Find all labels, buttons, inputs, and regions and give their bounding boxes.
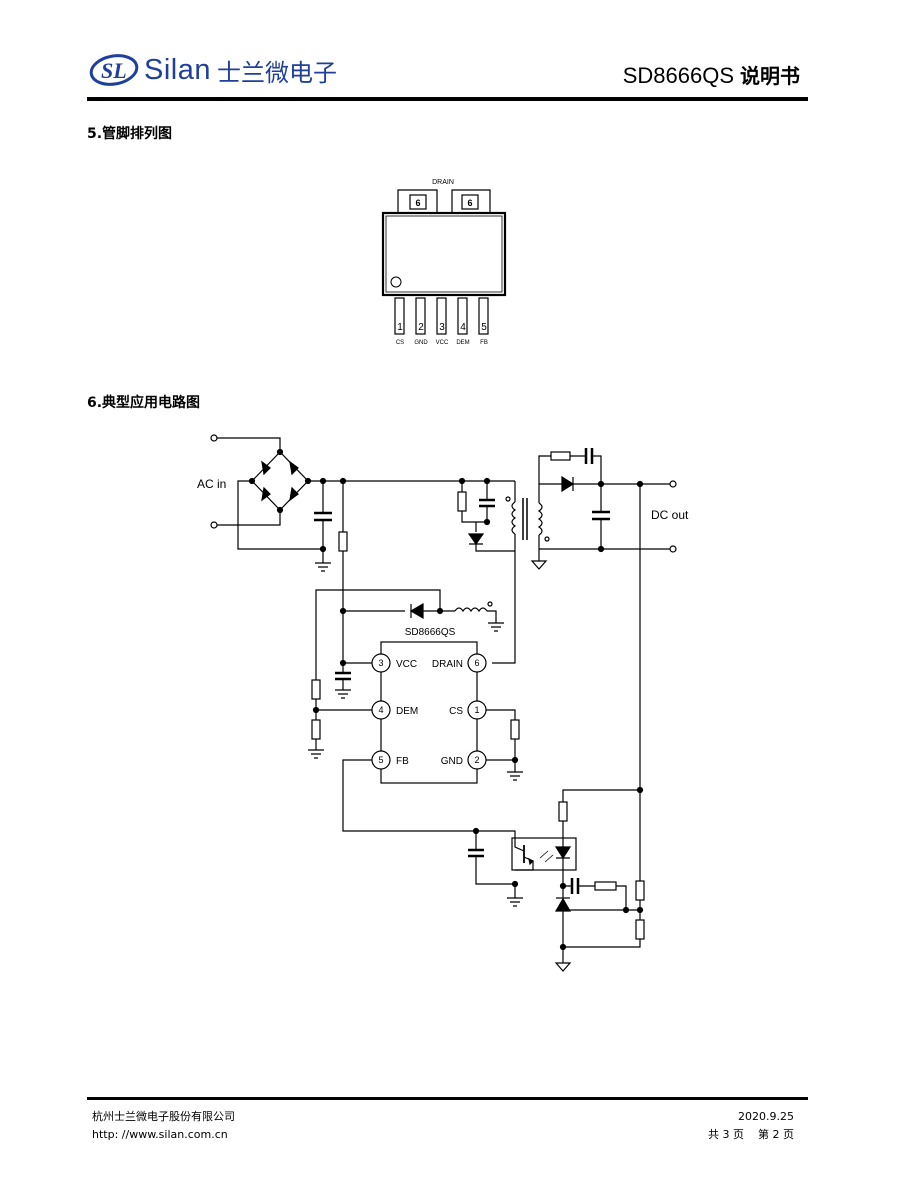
ground-icon (335, 689, 351, 699)
company-name: 杭州士兰微电子股份有限公司 (92, 1110, 235, 1123)
startup-resistor (338, 531, 348, 552)
brand-name: Silan (144, 53, 211, 86)
dc-out-terminal-icon (669, 480, 677, 488)
pin-number: 2 (418, 322, 424, 333)
pin-label: FB (396, 756, 409, 767)
ground-icon (315, 562, 331, 572)
drain-tab-left: 6 (397, 189, 438, 213)
package-diagram: DRAIN 6 6 1 2 3 4 5 (381, 179, 507, 346)
company-url[interactable]: http: //www.silan.com.cn (92, 1128, 228, 1141)
pin-number: 5 (378, 755, 383, 765)
footer-page-block: 2020.9.25 共 3 页 第 2 页 (708, 1108, 794, 1144)
document-date: 2020.9.25 (738, 1110, 794, 1123)
dc-out-label: DC out (651, 508, 689, 522)
pin-number: 5 (481, 322, 487, 333)
doc-type: 说明书 (740, 64, 800, 88)
pin-number: 3 (378, 658, 383, 668)
optocoupler (511, 837, 577, 871)
snubber-diode-icon (467, 533, 485, 546)
secondary-ground-icon (530, 560, 548, 570)
brand-name-cn: 士兰微电子 (217, 58, 337, 87)
pin-label: VCC (396, 659, 417, 670)
transformer (492, 481, 562, 664)
pin-label: DEM (396, 706, 418, 717)
footer-rule (87, 1097, 808, 1100)
pin1-marker-icon (390, 276, 402, 288)
bridge-rectifier (248, 448, 312, 514)
header-rule (87, 97, 808, 101)
pin-label: CS (449, 706, 463, 717)
ac-in-label: AC in (197, 477, 226, 491)
aux-winding (454, 607, 488, 613)
current-page: 第 2 页 (758, 1128, 794, 1141)
application-circuit: AC in DC out (197, 434, 689, 972)
tl431-icon (554, 897, 572, 912)
total-pages: 共 3 页 (708, 1128, 744, 1141)
pin-label: GND (441, 756, 463, 767)
pin-number: 6 (474, 658, 479, 668)
ground-icon (507, 897, 523, 907)
silan-logo: SL Silan 士兰微电子 (88, 50, 337, 90)
output-diode-icon (561, 475, 575, 493)
ground-icon (507, 771, 523, 781)
aux-diode-icon (409, 602, 424, 620)
pin-number: 3 (439, 322, 445, 333)
pin-name: VCC (436, 340, 449, 346)
pin-name: GND (414, 340, 428, 346)
pin-number: 4 (460, 322, 466, 333)
footer-company-block: 杭州士兰微电子股份有限公司 http: //www.silan.com.cn (92, 1108, 235, 1144)
doc-model: SD8666QS (622, 63, 734, 88)
pinout-section-title: 5.管脚排列图 (87, 126, 173, 142)
pin-name: FB (480, 340, 488, 346)
chip-name: SD8666QS (405, 627, 456, 638)
drain-label: DRAIN (432, 179, 454, 186)
application-section-title: 6.典型应用电路图 (87, 395, 201, 411)
svg-text:SL: SL (101, 58, 127, 83)
tab-pin-number: 6 (467, 198, 472, 208)
ground-icon (308, 749, 324, 759)
tab-pin-number: 6 (415, 198, 420, 208)
ac-terminal-icon (210, 521, 218, 529)
pin-name: CS (396, 340, 404, 346)
pin-number: 1 (474, 705, 479, 715)
package-leads (394, 297, 489, 335)
pin-number: 2 (474, 755, 479, 765)
pin-number: 4 (378, 705, 383, 715)
silan-logo-icon: SL (89, 54, 139, 86)
ac-terminal-icon (210, 434, 218, 442)
ground-icon (488, 622, 504, 632)
pin-number: 1 (397, 322, 403, 333)
pin-name: DEM (456, 340, 469, 346)
drain-tab-right: 6 (451, 189, 491, 213)
secondary-ground-icon (554, 962, 572, 972)
pin-label: DRAIN (432, 659, 463, 670)
dc-out-terminal-icon (669, 545, 677, 553)
package-body (381, 211, 507, 297)
